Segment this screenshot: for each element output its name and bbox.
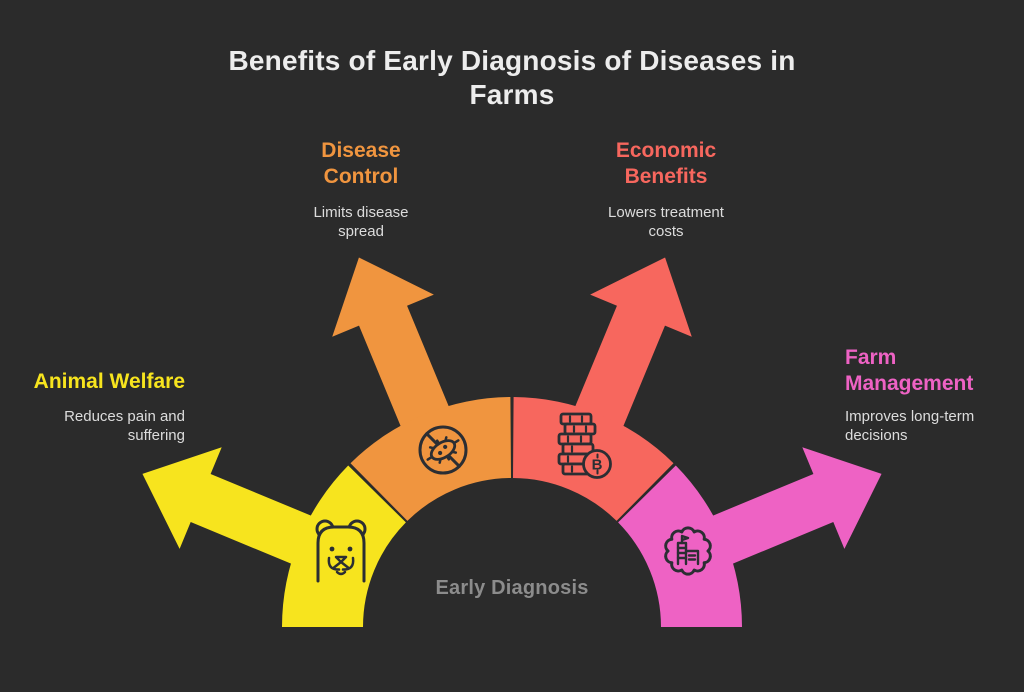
benefit-heading-animal-welfare: Animal Welfare — [33, 370, 185, 393]
benefit-description-disease-control: Limits disease spread — [313, 204, 409, 240]
benefit-description-animal-welfare: Reduces pain and suffering — [64, 408, 185, 444]
animal-head-outline — [316, 525, 366, 583]
bitcoin-coin — [582, 449, 612, 479]
benefit-block-farm-management: Farm Management Improves long-term decis… — [845, 345, 1015, 445]
benefit-heading-economic-benefits: Economic Benefits — [615, 139, 717, 188]
bacteria-blob — [429, 439, 457, 461]
benefit-description-farm-management: Improves long-term decisions — [845, 408, 975, 444]
benefit-block-economic-benefits: Economic Benefits Lowers treatment costs — [546, 138, 786, 241]
no-bacteria-icon — [418, 425, 468, 475]
arc-segment-farm-management — [618, 465, 742, 627]
benefit-description-economic-benefits: Lowers treatment costs — [608, 204, 724, 240]
arrow-animal-welfare — [142, 447, 338, 575]
animal-face-icon — [315, 519, 367, 583]
arrow-disease-control — [332, 257, 460, 453]
benefit-block-animal-welfare: Animal Welfare Reduces pain and sufferin… — [0, 369, 185, 445]
bitcoin-symbol: B — [592, 457, 603, 474]
page-title: Benefits of Early Diagnosis of Diseases … — [228, 45, 796, 110]
benefit-block-disease-control: Disease Control Limits disease spread — [241, 138, 481, 241]
arrow-farm-management — [686, 447, 882, 575]
factory-gear-icon — [664, 526, 712, 576]
bitcoin-coins-icon: B — [557, 412, 612, 479]
benefit-heading-disease-control: Disease Control — [321, 139, 401, 188]
center-label: Early Diagnosis — [435, 577, 589, 599]
gear-badge-outline — [664, 526, 712, 576]
benefit-heading-farm-management: Farm Management — [845, 346, 974, 395]
arrow-economic-benefits — [564, 257, 692, 453]
